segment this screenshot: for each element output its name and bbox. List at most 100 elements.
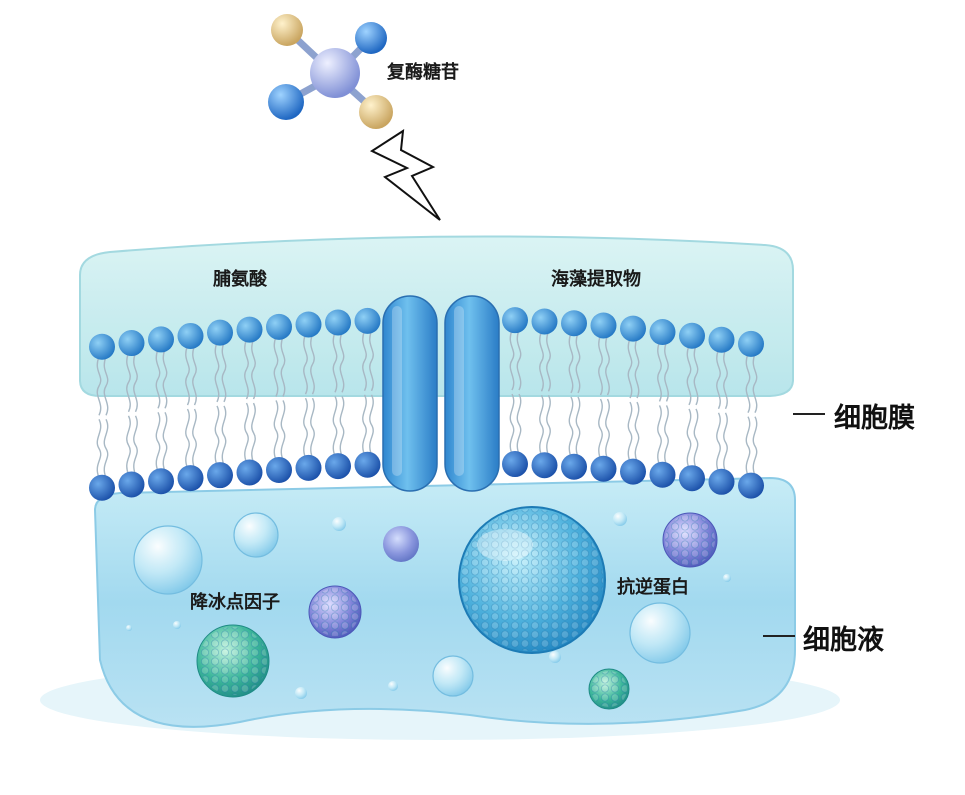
lipid-tail: [244, 339, 249, 400]
lipid-head-outer: [561, 310, 587, 337]
lipid-head-inner: [620, 458, 646, 485]
lipid-tail: [280, 400, 286, 461]
lipid-head-outer: [295, 311, 322, 338]
lipid-head-inner: [590, 455, 617, 482]
lipid-tail: [568, 332, 574, 394]
lipid-bilayer: [89, 307, 764, 501]
lipid-tail: [598, 398, 603, 460]
lipid-tail: [598, 335, 603, 396]
lipid-head-inner: [177, 465, 204, 492]
lipid-tail: [634, 338, 640, 399]
lipid-tail: [155, 412, 161, 472]
lipid-head-inner: [266, 457, 292, 484]
lipid-head-outer: [620, 315, 646, 342]
antifreeze-factor-label: 降冰点因子: [190, 592, 280, 613]
lipid-tail: [539, 331, 544, 392]
lipid-head-inner: [738, 472, 764, 499]
lipid-tail: [723, 412, 728, 473]
lipid-tail: [310, 334, 315, 395]
lipid-tail: [657, 341, 662, 402]
lipid-tail: [716, 412, 721, 473]
lipid-head-outer: [502, 307, 528, 334]
lipid-head-inner: [708, 468, 735, 495]
lipid-tail: [745, 416, 751, 476]
lipid-head-outer: [679, 322, 705, 349]
lipid-head-inner: [561, 453, 587, 480]
lipid-head-outer: [266, 313, 292, 340]
lipid-tail: [627, 401, 633, 462]
lipid-tail: [310, 397, 315, 459]
lipid-head-inner: [236, 459, 263, 486]
lipid-head-inner: [502, 451, 528, 478]
lipid-tail: [192, 345, 197, 406]
lipid-tail: [664, 405, 669, 466]
molecule-label: 复酶糖苷: [387, 62, 459, 83]
lipid-tail: [634, 401, 640, 462]
lipid-tail: [221, 342, 227, 403]
lipid-tail: [362, 394, 367, 455]
nucleus: [458, 506, 606, 654]
lipid-tail: [96, 356, 102, 416]
lipid-tail: [686, 408, 692, 469]
lipid-tail: [546, 331, 551, 392]
molecule-icon: [268, 14, 393, 129]
lipid-tail: [214, 405, 220, 466]
lipid-head-outer: [354, 307, 381, 334]
lipid-tail: [745, 353, 751, 414]
lipid-tail: [605, 335, 610, 396]
lipid-tail: [686, 345, 692, 406]
lipid-tail: [244, 402, 249, 463]
lipid-tail: [273, 400, 279, 461]
lipid-tail: [752, 353, 758, 414]
lipid-tail: [362, 330, 367, 392]
lipid-head-outer: [531, 308, 558, 335]
lightning-icon: [369, 129, 441, 221]
lipid-tail: [605, 398, 610, 460]
membrane-label: 细胞膜: [834, 403, 915, 434]
vesicle-icon: [126, 512, 731, 699]
lipid-tail: [716, 349, 721, 410]
lipid-tail: [332, 395, 338, 457]
lipid-head-inner: [207, 462, 233, 489]
lipid-head-outer: [590, 312, 617, 339]
lipid-tail: [162, 412, 168, 472]
lipid-tail: [273, 336, 279, 397]
lipid-head-inner: [89, 474, 115, 501]
lipid-tail: [303, 397, 308, 459]
lipid-head-inner: [325, 453, 351, 480]
lipid-tail: [339, 395, 345, 457]
lipid-tail: [103, 356, 109, 416]
lipid-tail: [332, 332, 338, 393]
lipid-head-outer: [207, 319, 233, 346]
lipid-tail: [627, 338, 633, 399]
lipid-tail: [509, 393, 515, 455]
lipid-head-outer: [118, 330, 145, 357]
lipid-head-outer: [649, 319, 676, 346]
lipid-tail: [657, 405, 662, 466]
lipid-tail: [155, 349, 161, 409]
lipid-tail: [185, 408, 190, 469]
lipid-tail: [251, 402, 256, 463]
lipid-tail: [251, 339, 256, 400]
lipid-head-outer: [708, 326, 735, 353]
purple-granule: [308, 512, 718, 639]
seaweed-label: 海藻提取物: [551, 269, 641, 290]
lipid-tail: [133, 415, 138, 475]
lipid-tail: [303, 334, 308, 395]
lipid-tail: [546, 395, 551, 456]
lipid-tail: [369, 394, 374, 455]
lipid-tail: [575, 332, 581, 394]
lipid-tail: [214, 342, 220, 403]
lipid-tail: [162, 349, 168, 409]
lipid-tail: [339, 332, 345, 393]
lipid-tail: [192, 408, 197, 469]
lipid-tail: [693, 408, 699, 469]
lipid-head-outer: [148, 326, 174, 353]
lipid-tail: [280, 336, 286, 397]
lipid-tail: [221, 405, 227, 466]
lipid-tail: [126, 352, 131, 413]
lipid-head-outer: [177, 322, 204, 349]
lipid-tail: [516, 393, 522, 455]
